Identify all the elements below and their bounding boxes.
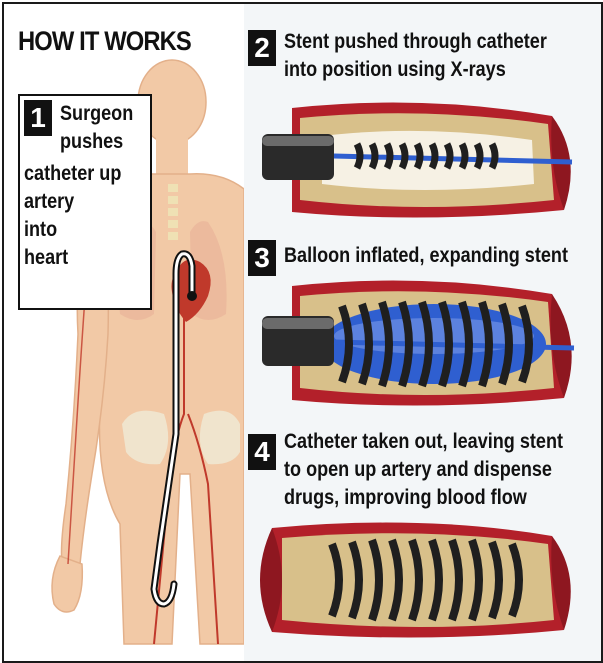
step-1-line: heart (24, 244, 121, 272)
step-3-number: 3 (248, 240, 276, 276)
artery-stent-catheter-illustration (252, 96, 592, 226)
left-panel: HOW IT WORKS (4, 4, 244, 661)
step-1-line: pushes (60, 128, 123, 156)
step-1-line: catheter up (24, 160, 121, 188)
step-1-text: pushes (60, 128, 123, 156)
step-4-text: Catheter taken out, leaving stent to ope… (284, 428, 563, 512)
step-3-text: Balloon inflated, expanding stent (284, 242, 568, 270)
step-2-line: Stent pushed through catheter (284, 28, 547, 56)
step-2-line: into position using X-rays (284, 56, 547, 84)
step-4-line: drugs, improving blood flow (284, 484, 563, 512)
step-1-callout: 1 Surgeon pushes catheter up artery into… (18, 94, 152, 310)
step-1-line: Surgeon (60, 100, 133, 128)
step-1-line: into (24, 216, 121, 244)
step-1-text: catheter up artery into heart (24, 160, 121, 272)
artery-stent-in-place-illustration (252, 516, 592, 646)
artery-balloon-stent-illustration (252, 276, 592, 416)
step-2-text: Stent pushed through catheter into posit… (284, 28, 547, 84)
step-2-number: 2 (248, 30, 276, 66)
step-4-number: 4 (248, 434, 276, 470)
step-1-text: Surgeon (60, 100, 133, 128)
step-1-line: artery (24, 188, 121, 216)
right-panel: 2 Stent pushed through catheter into pos… (244, 4, 601, 661)
step-4-line: to open up artery and dispense (284, 456, 563, 484)
step-3-line: Balloon inflated, expanding stent (284, 242, 568, 270)
step-1-number: 1 (24, 100, 52, 136)
step-4-line: Catheter taken out, leaving stent (284, 428, 563, 456)
